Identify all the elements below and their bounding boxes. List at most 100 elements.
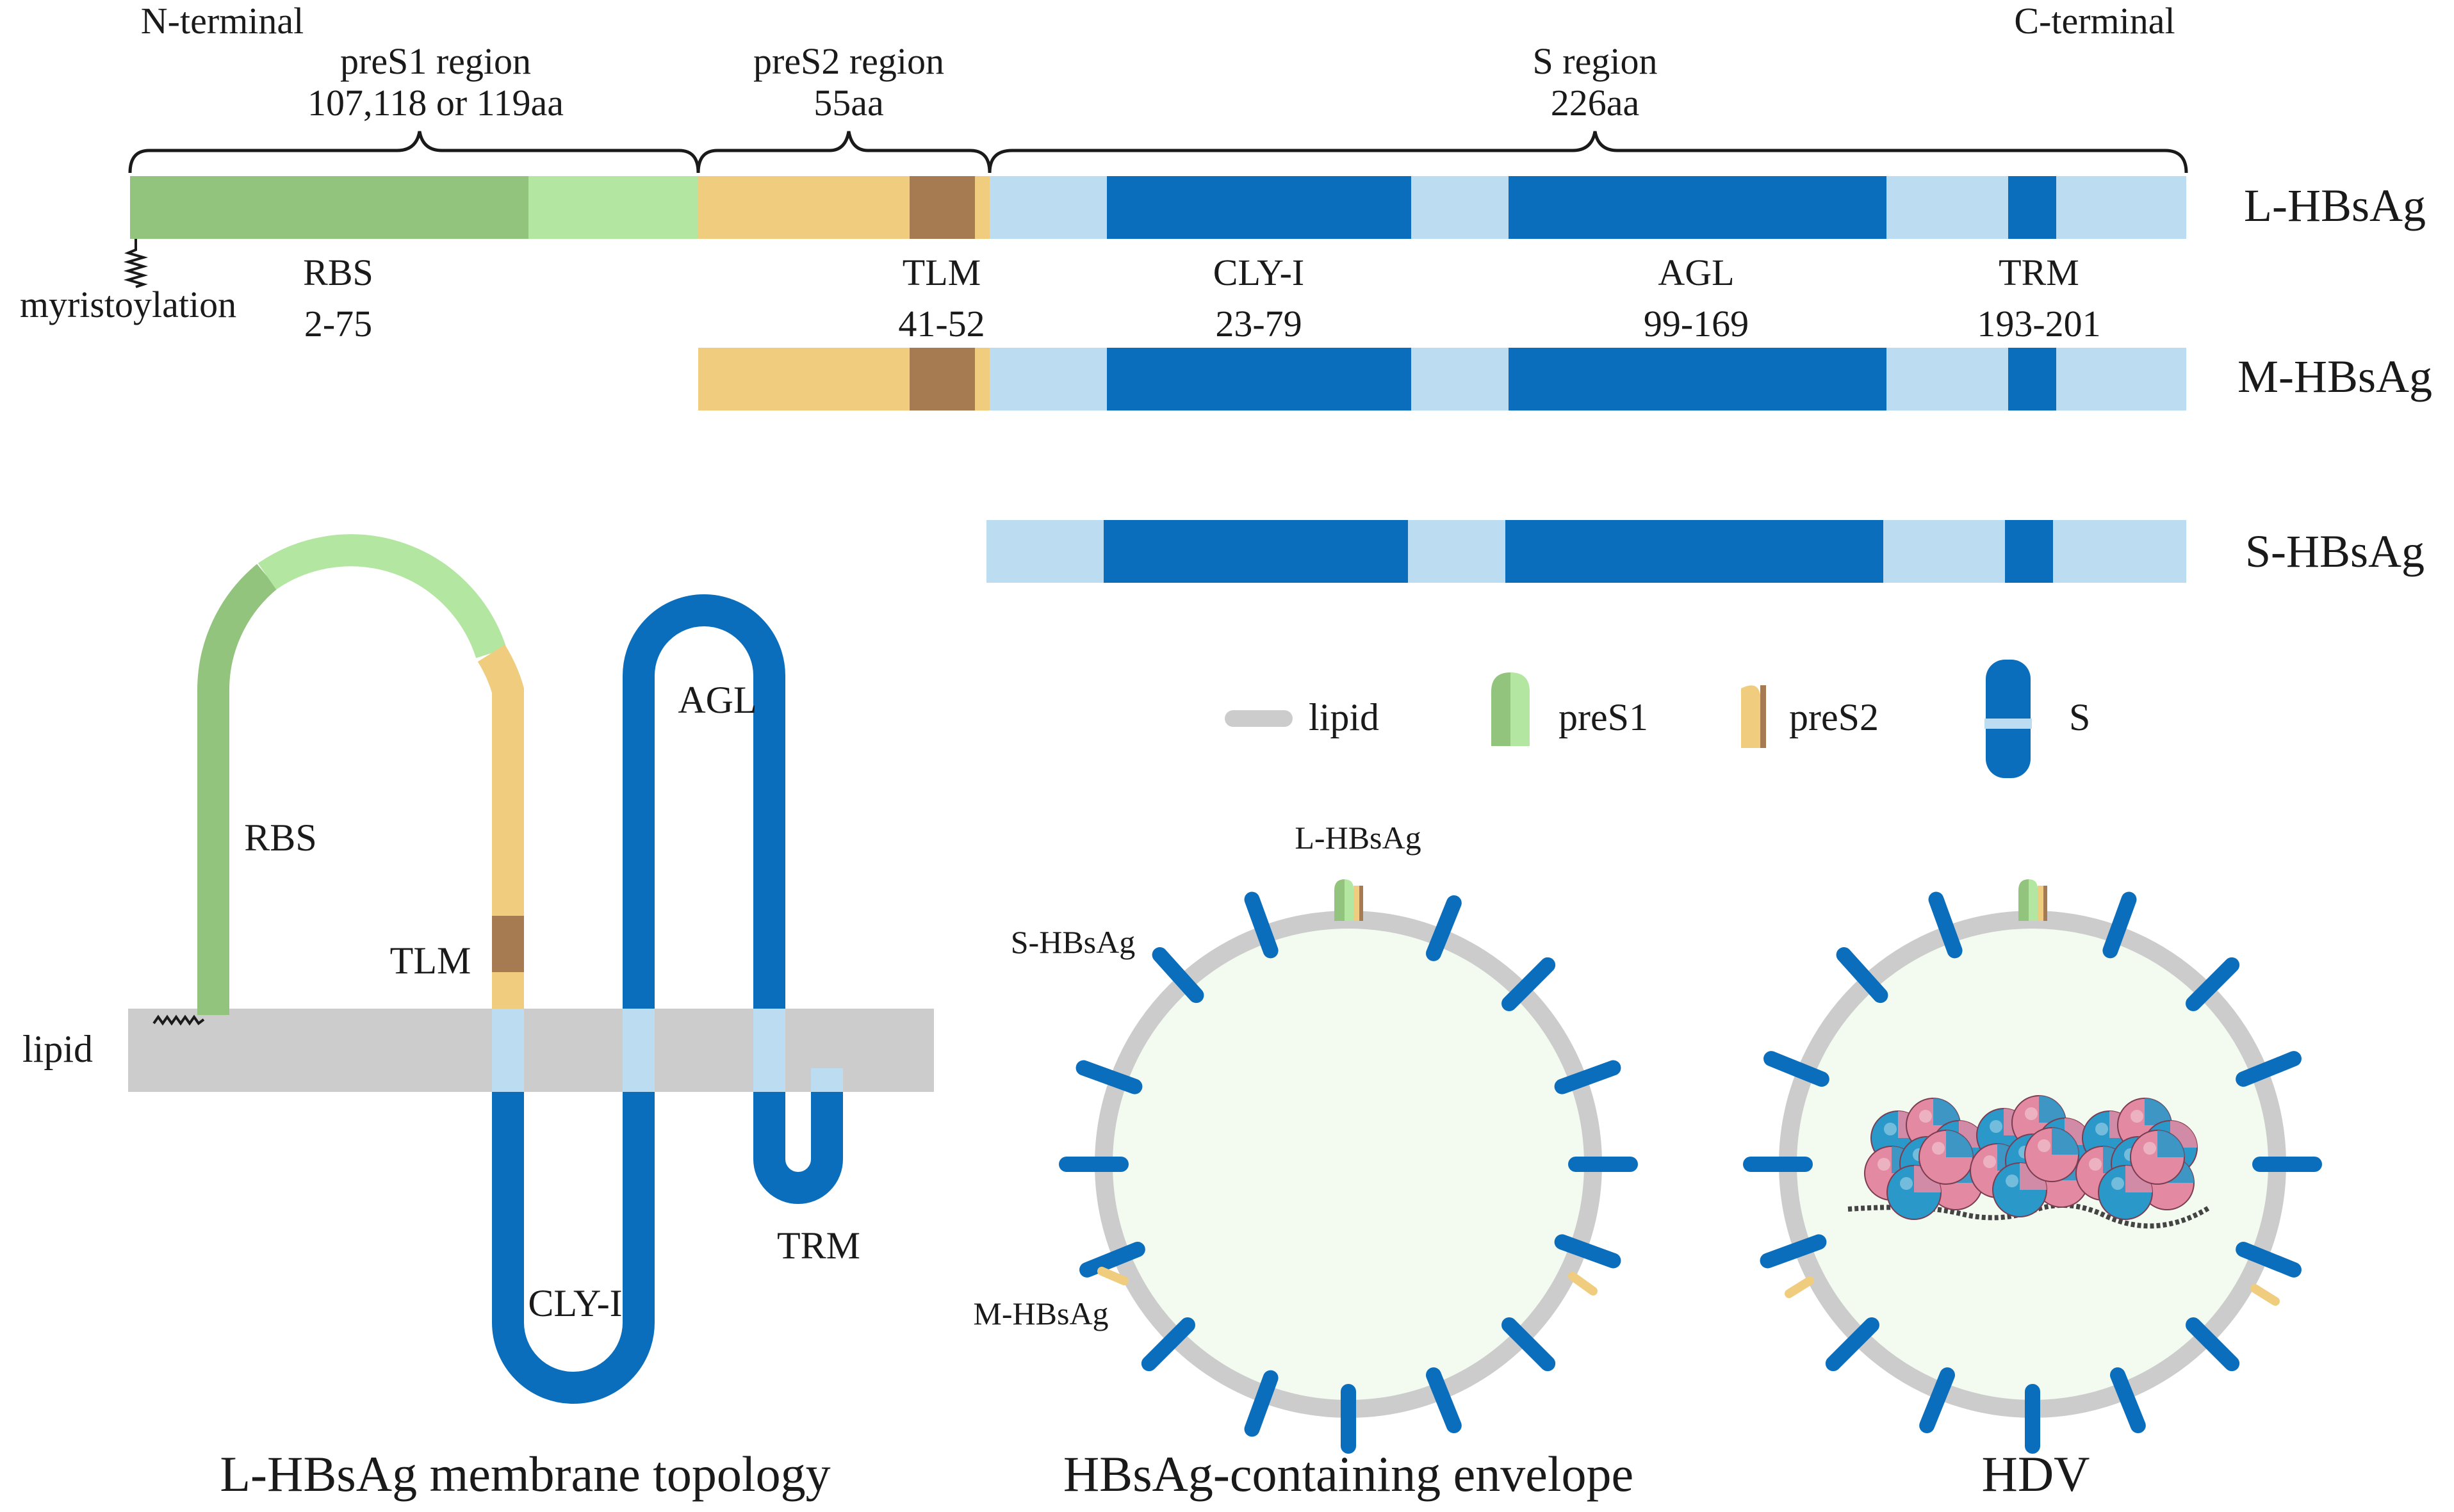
AGL-range: 99-169	[1644, 303, 1749, 345]
topology-TLM-label: TLM	[390, 939, 471, 982]
hdv-S-spike	[2102, 891, 2137, 959]
hdv-S-spike	[1760, 1234, 1827, 1269]
TLM-name: TLM	[903, 252, 981, 293]
RBS-name: RBS	[303, 252, 373, 293]
L-HBsAg-bar	[130, 176, 2186, 239]
M-TRM-segment	[2008, 348, 2056, 411]
TLM-range: 41-52	[898, 303, 985, 345]
AGL-name: AGL	[1658, 252, 1734, 293]
L-AGL-segment	[1509, 176, 1886, 239]
envelope-S-spike	[1141, 1317, 1195, 1372]
hdv-S-spike	[1928, 891, 1963, 959]
hdv-L-spike	[2018, 879, 2047, 921]
legend-lipid-label: lipid	[1309, 696, 1379, 738]
S-brace	[988, 131, 2188, 174]
lipid-bilayer	[128, 1009, 934, 1092]
tm-crossing-2	[623, 1009, 655, 1092]
membrane-topology: RBS TLM lipid AGL CLY-I TRM L-HBsAg memb…	[22, 534, 934, 1502]
L-preS1-RBS-segment	[130, 176, 528, 239]
chain-preS1-RBS	[197, 564, 278, 1015]
topology-CLY-label: CLY-I	[528, 1282, 622, 1324]
legend-preS1-label: preS1	[1558, 696, 1648, 738]
M-AGL-segment	[1509, 348, 1886, 411]
hdv-capsid-cluster	[2075, 1098, 2198, 1220]
CLY-name: CLY-I	[1213, 252, 1304, 293]
envelope-S-spike	[1501, 1317, 1556, 1372]
tm-crossing-4	[811, 1068, 843, 1092]
L-TRM-segment	[2008, 176, 2056, 239]
S-CLY-segment	[1104, 520, 1408, 583]
envelope-M-spike	[1097, 1267, 1129, 1285]
envelope-S-spike	[1554, 1060, 1621, 1094]
topology-RBS-label: RBS	[244, 817, 316, 859]
envelope-M-spike	[1568, 1272, 1598, 1296]
chain-preS2	[477, 644, 524, 916]
L-TLM-segment	[910, 176, 975, 239]
hdv-capsid-cluster	[1864, 1098, 1986, 1220]
legend-preS2-swatch	[1741, 685, 1766, 748]
envelope-S-spike	[1425, 1367, 1462, 1433]
envelope-spikes	[1059, 879, 1638, 1454]
L-CLY-segment	[1107, 176, 1411, 239]
preS1-region-length: 107,118 or 119aa	[307, 82, 564, 124]
envelope-S-spike	[1244, 891, 1279, 959]
S-region-length: 226aa	[1551, 82, 1640, 124]
CLY-range: 23-79	[1215, 303, 1302, 345]
legend-S-swatch	[1984, 660, 2032, 778]
c-terminal-label: C-terminal	[2014, 0, 2175, 42]
hdv-S-spike	[2236, 1241, 2302, 1278]
hdv-S-spike	[2186, 1317, 2240, 1372]
preS1-brace	[128, 131, 700, 174]
L-preS2-end-segment	[975, 176, 990, 239]
topology-caption: L-HBsAg membrane topology	[220, 1446, 830, 1502]
hdv-S-spike	[1763, 1051, 1829, 1087]
L-preS2-segment	[698, 176, 910, 239]
RBS-range: 2-75	[304, 303, 372, 345]
legend: lipid preS1 preS2 S	[1225, 660, 2090, 778]
M-CLY-segment	[1107, 348, 1411, 411]
M-preS2-end-segment	[975, 348, 990, 411]
L-preS1-light-segment	[528, 176, 698, 239]
envelope-L-label: L-HBsAg	[1295, 820, 1421, 856]
chain-preS1-light	[258, 534, 507, 658]
envelope-S-spike	[1501, 957, 1556, 1011]
hdv-S-spike	[1919, 1367, 1956, 1433]
legend-preS1-swatch	[1491, 672, 1530, 746]
envelope-S-spike	[1079, 1241, 1145, 1278]
myristoylation-label: myristoylation	[20, 284, 236, 325]
M-HBsAg-label: M-HBsAg	[2237, 351, 2432, 402]
M-HBsAg-bar	[698, 348, 2186, 411]
M-TLM-segment	[910, 348, 975, 411]
hdv-S-spike	[2186, 957, 2240, 1011]
hdv-capsid-cluster	[1970, 1095, 2092, 1217]
preS2-region-length: 55aa	[814, 82, 884, 124]
hdv-S-spike	[1836, 947, 1888, 1004]
hdv-M-spike	[1785, 1276, 1814, 1298]
TRM-name: TRM	[1999, 252, 2079, 293]
hdv-S-spike	[2109, 1367, 2146, 1433]
hdv-particle: HDV	[1743, 879, 2322, 1502]
envelope-L-spike	[1334, 879, 1363, 921]
topology-AGL-label: AGL	[678, 679, 757, 721]
legend-S-label: S	[2069, 696, 2090, 738]
preS2-brace	[696, 131, 992, 174]
topology-TRM-label: TRM	[777, 1224, 860, 1267]
legend-preS2-label: preS2	[1789, 696, 1879, 738]
hdv-caption: HDV	[1982, 1446, 2090, 1502]
S-region-title: S region	[1533, 40, 1658, 82]
TRM-range: 193-201	[1977, 303, 2100, 345]
hbsag-envelope: L-HBsAg S-HBsAg M-HBsAg HBsAg-containing…	[973, 820, 1638, 1502]
chain-S-loop	[492, 594, 843, 1404]
topology-chain	[197, 534, 843, 1404]
envelope-S-spike	[1425, 895, 1462, 961]
envelope-S-spike	[1076, 1060, 1143, 1094]
preS2-region-title: preS2 region	[753, 40, 944, 82]
L-HBsAg-label: L-HBsAg	[2244, 180, 2426, 231]
hdv-S-spike	[2236, 1051, 2302, 1087]
S-TRM-segment	[2005, 520, 2053, 583]
myristoylation-mark	[123, 239, 149, 288]
region-braces	[128, 131, 2188, 174]
tm-crossing-1	[492, 1009, 524, 1092]
hdv-ribonucleoprotein	[1864, 1095, 2198, 1220]
